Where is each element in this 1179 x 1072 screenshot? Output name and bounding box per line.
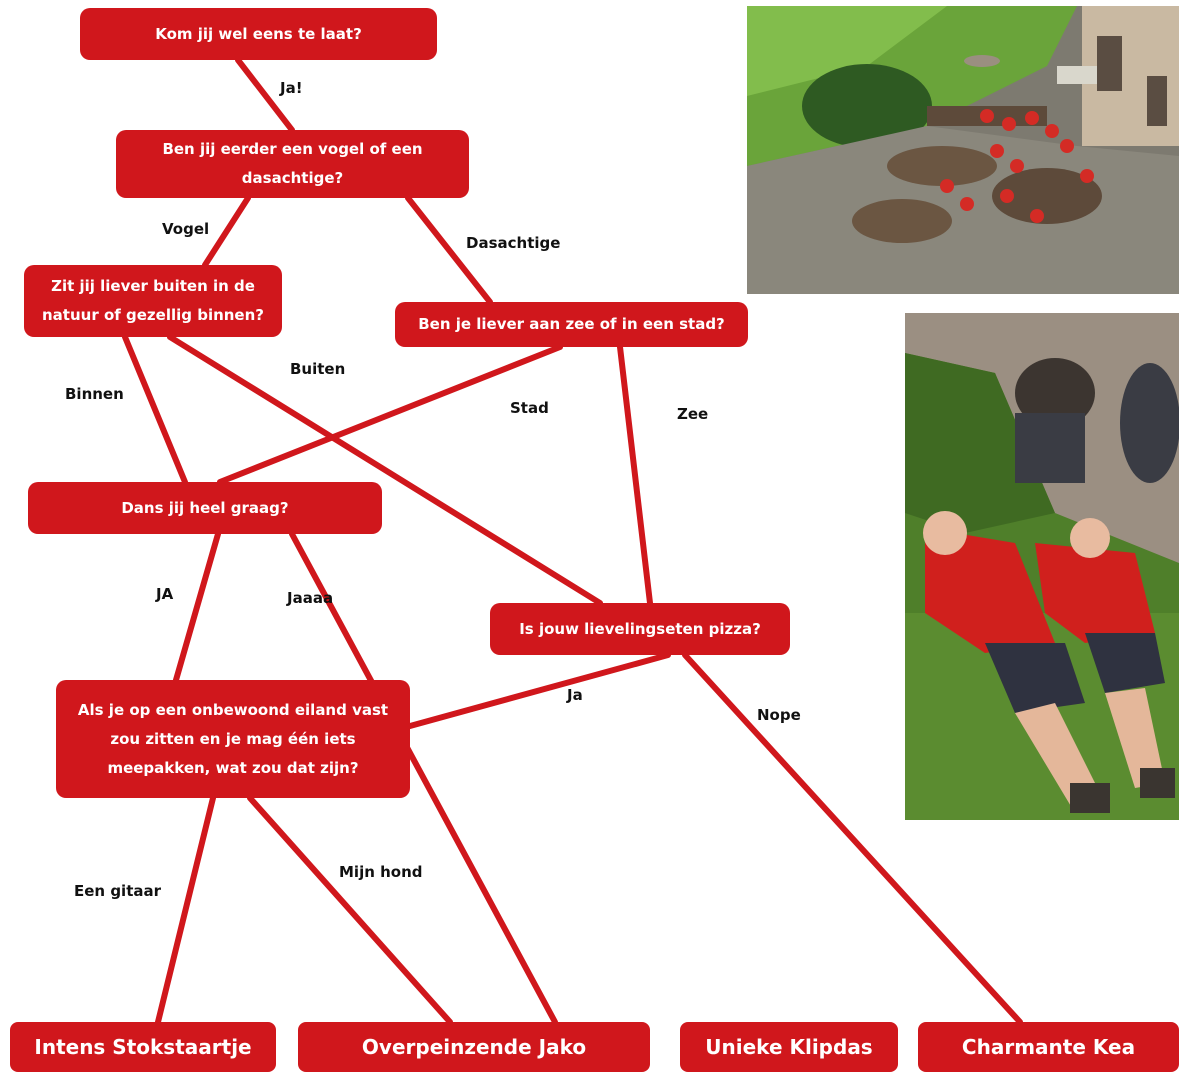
question-dansen: Dans jij heel graag? <box>28 482 382 534</box>
answer-vogel: Vogel <box>162 220 210 238</box>
question-te-laat: Kom jij wel eens te laat? <box>80 8 437 60</box>
answer-ja-caps: JA <box>156 585 174 603</box>
answer-mijn-hond: Mijn hond <box>339 863 423 881</box>
group-picnic-photo <box>747 6 1179 294</box>
result-charmante-kea: Charmante Kea <box>918 1022 1179 1072</box>
connector-q2-q4 <box>405 195 493 305</box>
answer-dasachtige: Dasachtige <box>466 234 561 252</box>
result-intens-stokstaartje: Intens Stokstaartje <box>10 1022 276 1072</box>
connector-q5-r3 <box>289 531 558 1025</box>
connector-q7-r2 <box>247 795 453 1025</box>
connector-q6-r4 <box>682 652 1023 1025</box>
connector-q4-q6 <box>617 344 653 606</box>
answer-een-gitaar: Een gitaar <box>74 882 162 900</box>
answer-ja-1: Ja! <box>280 79 303 97</box>
question-vogel-of-dasachtige: Ben jij eerder een vogel of een dasachti… <box>116 130 469 198</box>
connector-q6-q7 <box>407 652 671 729</box>
question-onbewoond-eiland: Als je op een onbewoond eiland vast zou … <box>56 680 410 798</box>
answer-nope: Nope <box>757 706 801 724</box>
question-pizza: Is jouw lievelingseten pizza? <box>490 603 790 655</box>
answer-zee: Zee <box>677 405 709 423</box>
result-unieke-klipdas: Unieke Klipdas <box>680 1022 898 1072</box>
answer-stad: Stad <box>510 399 549 417</box>
connector-q4-q5 <box>217 344 563 485</box>
connector-q1-q2 <box>235 57 295 133</box>
connector-q3-q5 <box>122 334 188 485</box>
connector-q3-q6 <box>167 334 603 606</box>
question-buiten-of-binnen: Zit jij liever buiten in de natuur of ge… <box>24 265 282 337</box>
answer-buiten: Buiten <box>290 360 346 378</box>
connector-q2-q3 <box>202 195 251 268</box>
answer-ja-2: Ja <box>567 686 583 704</box>
connector-q5-q7 <box>173 531 221 683</box>
answer-jaaaa: Jaaaa <box>287 589 334 607</box>
answer-binnen: Binnen <box>65 385 124 403</box>
connector-q7-r1 <box>155 795 216 1025</box>
question-zee-of-stad: Ben je liever aan zee of in een stad? <box>395 302 748 347</box>
result-overpeinzende-jako: Overpeinzende Jako <box>298 1022 650 1072</box>
scouts-lying-photo <box>905 313 1179 820</box>
